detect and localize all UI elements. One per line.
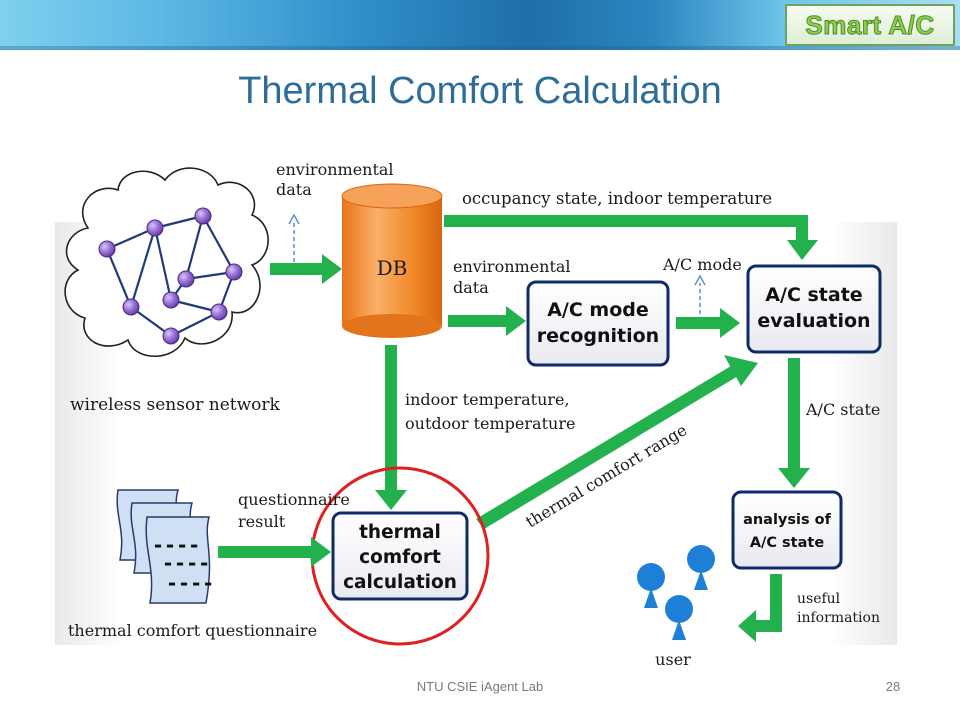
user-icon — [665, 595, 693, 640]
smart-ac-badge: Smart A/C — [785, 4, 955, 46]
arrow-mode-to-eval — [676, 308, 740, 338]
db-cylinder — [341, 183, 443, 338]
env-data-top-line1: environmental — [276, 160, 394, 179]
wsn-label: wireless sensor network — [70, 395, 281, 415]
sensor-node — [194, 207, 212, 225]
occupancy-label: occupancy state, indoor temperature — [462, 189, 772, 208]
dashed-arrow-env-top — [288, 213, 300, 262]
sensor-node — [162, 291, 180, 309]
doc-line: ---- — [166, 571, 214, 595]
sensor-nodes — [98, 207, 243, 345]
sensor-node — [210, 303, 228, 321]
arrow-db-to-calc — [375, 345, 407, 510]
slide-title: Thermal Comfort Calculation — [238, 70, 722, 112]
sensor-node — [98, 240, 116, 258]
sensor-node — [122, 298, 140, 316]
sensor-cloud — [64, 167, 269, 358]
footer-lab: NTU CSIE iAgent Lab — [416, 679, 544, 694]
arrow-docs-to-calc — [218, 537, 331, 567]
mode-recognition-line1: A/C mode — [547, 299, 649, 321]
page-number: 28 — [885, 679, 901, 694]
state-evaluation-line1: A/C state — [765, 284, 862, 306]
arrow-useful-info — [738, 574, 782, 642]
useful-info-line1: useful — [797, 591, 841, 607]
box-thermal-comfort-calc — [331, 511, 469, 601]
questionnaire-result-line2: result — [238, 512, 286, 531]
badge-text: Smart A/C — [805, 9, 935, 40]
questionnaire-label: thermal comfort questionnaire — [68, 621, 317, 640]
sensor-node — [225, 263, 243, 281]
state-evaluation-line2: evaluation — [757, 310, 870, 332]
calc-line2: comfort — [359, 547, 441, 568]
doc-sheet — [145, 516, 211, 604]
analysis-line2: A/C state — [750, 535, 824, 551]
env-data-top-line2: data — [276, 180, 312, 199]
ac-mode-label: A/C mode — [662, 255, 742, 274]
calc-line1: thermal — [359, 522, 441, 543]
user-icon — [637, 563, 665, 608]
user-label: user — [655, 650, 691, 669]
arrow-db-to-mode — [448, 306, 526, 336]
dashed-arrow-ac-mode — [694, 274, 706, 314]
box-state-evaluation — [746, 264, 882, 354]
db-label: DB — [377, 256, 408, 280]
indoor-outdoor-line1: indoor temperature, — [405, 390, 570, 409]
sensor-node — [177, 270, 195, 288]
doc-line: ---- — [152, 533, 200, 557]
thermal-range-label: thermal comfort range — [522, 420, 690, 531]
mode-recognition-line2: recognition — [537, 325, 659, 347]
sensor-node — [146, 219, 164, 237]
indoor-outdoor-line2: outdoor temperature — [405, 414, 575, 433]
header-stripe — [0, 46, 960, 50]
user-icon — [687, 545, 715, 590]
calc-line3: calculation — [343, 572, 457, 593]
sensor-node — [162, 327, 180, 345]
arrow-occupancy — [444, 215, 818, 260]
doc-line: ---- — [162, 551, 210, 575]
questionnaire-result-line1: questionnaire — [238, 490, 350, 509]
box-mode-recognition — [526, 280, 670, 367]
env-data-mid-line2: data — [453, 278, 489, 297]
useful-info-line2: information — [797, 610, 880, 626]
arrow-thermal-range — [476, 355, 758, 529]
env-data-mid-line1: environmental — [453, 257, 571, 276]
cloud-shape — [64, 167, 269, 358]
arrow-cloud-to-db — [270, 254, 342, 284]
arrow-eval-to-analysis — [778, 358, 810, 488]
box-analysis — [731, 490, 843, 570]
analysis-line1: analysis of — [743, 512, 832, 528]
user-icons — [637, 545, 715, 640]
questionnaire-docs — [116, 489, 211, 604]
ac-state-label: A/C state — [805, 400, 880, 419]
